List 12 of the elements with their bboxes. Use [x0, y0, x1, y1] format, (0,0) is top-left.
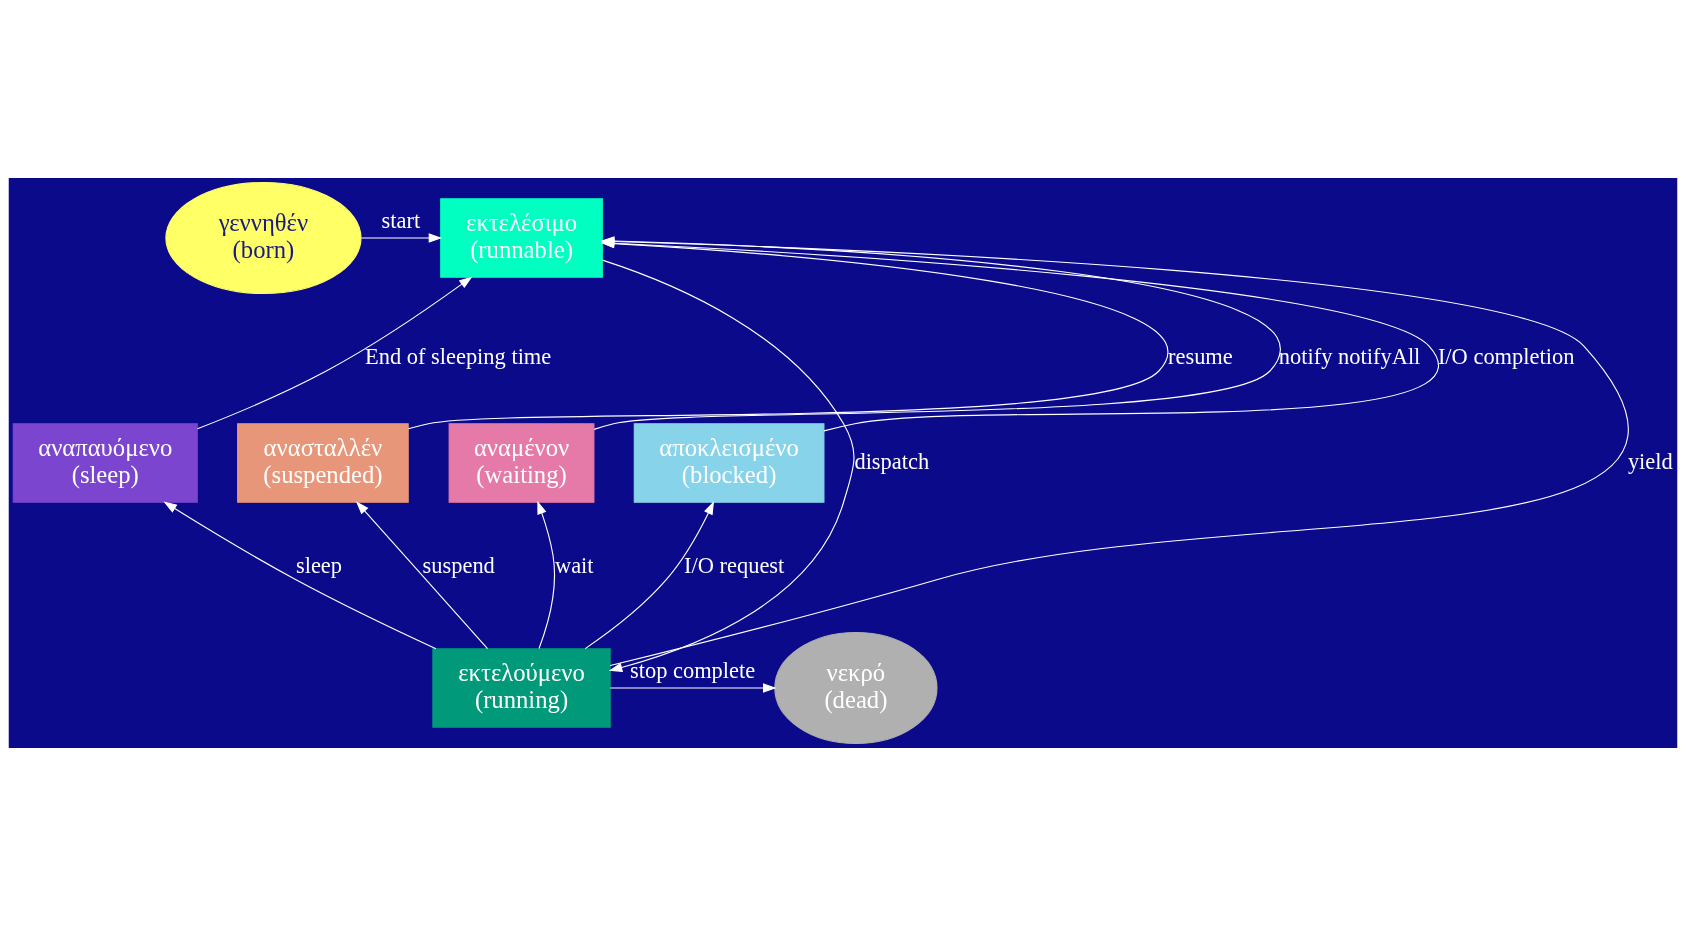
- edge-label: I/O request: [684, 552, 785, 578]
- edge-label: End of sleeping time: [364, 344, 552, 370]
- edge-label: start: [381, 207, 421, 233]
- edge-label: stop complete: [629, 657, 756, 683]
- edge-label: notify notifyAll: [1278, 344, 1421, 370]
- edge-label: sleep: [295, 552, 343, 578]
- edge-label: suspend: [422, 552, 495, 578]
- edge-label: I/O completion: [1437, 344, 1575, 370]
- edge-label: dispatch: [854, 448, 930, 474]
- edge-label: wait: [554, 552, 594, 578]
- edge-label: resume: [1167, 344, 1233, 370]
- edge-label: yield: [1627, 448, 1673, 474]
